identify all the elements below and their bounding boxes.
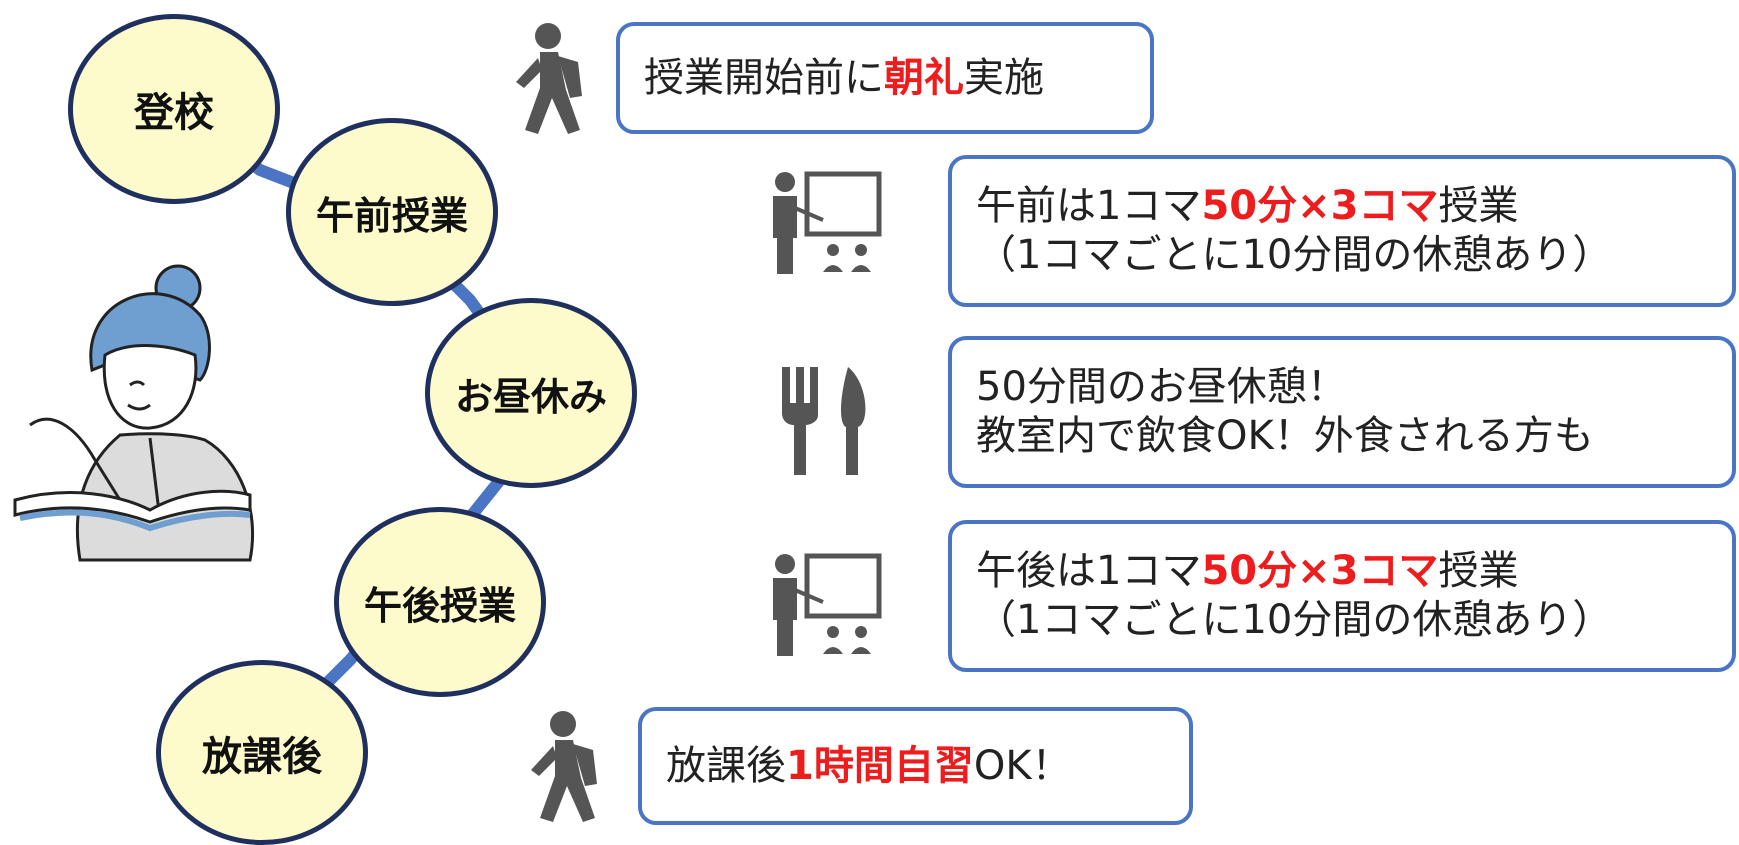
info-text-line1: 50分間のお昼休憩！ <box>976 364 1347 411</box>
step-label: お昼休み <box>454 374 607 419</box>
info-text-highlight: 1時間自習 <box>786 742 974 789</box>
walking-person-icon <box>531 711 597 822</box>
info-text: 授業開始前に朝礼実施 <box>644 54 1126 103</box>
info-text-highlight: 50分×3コマ <box>1201 548 1439 595</box>
info-text-pre: 午後は1コマ <box>976 548 1202 595</box>
step-label: 午後授業 <box>363 583 516 628</box>
info-text-highlight: 朝礼 <box>884 54 964 101</box>
info-text-highlight: 50分×3コマ <box>1201 183 1439 230</box>
step-node-morning: 午前授業 <box>286 118 498 306</box>
info-text: 午後は1コマ50分×3コマ授業 <box>976 547 1708 596</box>
step-node-arrival: 登校 <box>68 14 280 204</box>
info-text-post: 授業 <box>1438 548 1519 595</box>
info-text-pre: 放課後 <box>666 742 786 789</box>
step-node-after-school: 放課後 <box>156 660 368 845</box>
step-label: 午前授業 <box>315 193 468 238</box>
step-label: 登校 <box>134 90 214 136</box>
info-text-line2: 教室内で飲食OK！外食される方も <box>976 413 1594 459</box>
step-node-afternoon: 午後授業 <box>334 507 546 697</box>
info-box-after-school: 放課後1時間自習OK！ <box>638 707 1193 825</box>
info-text-post: 授業 <box>1438 183 1519 230</box>
info-text-post: OK！ <box>973 742 1072 789</box>
info-box-arrival: 授業開始前に朝礼実施 <box>616 22 1154 134</box>
step-label: 放課後 <box>202 733 322 780</box>
info-text: 放課後1時間自習OK！ <box>666 742 1165 791</box>
info-text-line2: （1コマごとに10分間の休憩あり） <box>976 232 1613 278</box>
info-box-lunch: 50分間のお昼休憩！ 教室内で飲食OK！外食される方も <box>948 336 1736 488</box>
info-text-line2: （1コマごとに10分間の休憩あり） <box>976 597 1613 643</box>
teacher-board-icon <box>773 171 882 274</box>
reading-woman-illustration <box>13 264 255 562</box>
info-box-morning: 午前は1コマ50分×3コマ授業 （1コマごとに10分間の休憩あり） <box>948 155 1736 307</box>
fork-knife-icon <box>782 367 866 475</box>
step-node-lunch: お昼休み <box>425 298 637 488</box>
teacher-board-icon <box>773 553 882 656</box>
info-text-pre: 授業開始前に <box>644 54 884 101</box>
info-text-post: 実施 <box>964 54 1044 101</box>
info-box-afternoon: 午後は1コマ50分×3コマ授業 （1コマごとに10分間の休憩あり） <box>948 520 1736 672</box>
info-text-pre: 午前は1コマ <box>976 183 1202 230</box>
info-text: 午前は1コマ50分×3コマ授業 <box>976 182 1708 231</box>
walking-person-icon <box>516 23 582 134</box>
